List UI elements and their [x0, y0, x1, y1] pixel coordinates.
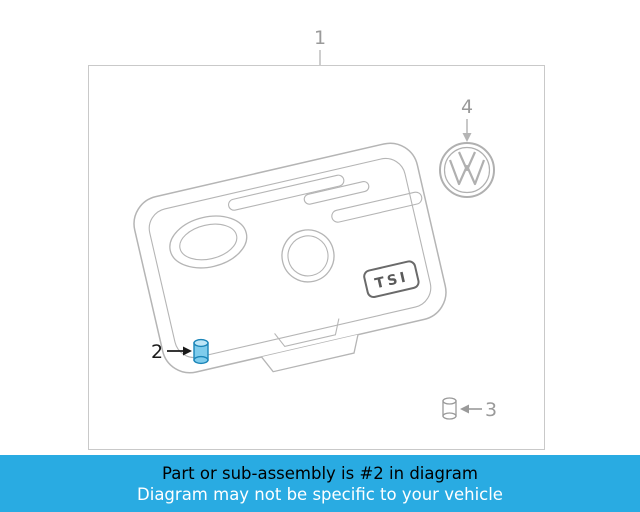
- banner-line-2: Diagram may not be specific to your vehi…: [137, 484, 503, 504]
- vw-logo-inner-ring: [443, 146, 491, 194]
- part-3-cylinder[interactable]: [442, 397, 457, 420]
- vent-slot-right: [331, 191, 423, 223]
- bottom-tab: [261, 334, 359, 373]
- part-3-top: [442, 397, 457, 405]
- engine-cover[interactable]: TSI: [128, 138, 455, 395]
- engine-cover-outline: [133, 142, 447, 374]
- part-2-top: [193, 338, 209, 348]
- diagram-area: 1 4: [88, 27, 545, 450]
- callout-1-label[interactable]: 1: [314, 27, 326, 49]
- tsi-badge-text: TSI: [373, 269, 410, 292]
- vent-slot-top: [228, 174, 345, 211]
- engine-cover-inner-contour: [148, 157, 432, 359]
- tsi-badge: [363, 260, 420, 299]
- info-banner: Part or sub-assembly is #2 in diagram Di…: [0, 455, 640, 512]
- vw-logo-outer-ring: [439, 142, 495, 198]
- callout-2-label[interactable]: 2: [151, 341, 163, 363]
- callout-2-arrowhead: [183, 346, 192, 356]
- vw-logo-w-mark: [448, 159, 486, 186]
- callout-4-arrowhead: [462, 133, 472, 142]
- callout-4-label[interactable]: 4: [461, 96, 473, 118]
- callout-3-arrowhead: [460, 404, 469, 414]
- part-3-bottom: [442, 412, 457, 420]
- banner-line-1: Part or sub-assembly is #2 in diagram: [162, 463, 478, 483]
- part-2-bottom: [193, 355, 209, 365]
- diagram-canvas: 1 4: [88, 27, 545, 450]
- oil-filler-oval: [169, 215, 248, 269]
- vw-logo-v-mark: [457, 151, 477, 172]
- part-2-cylinder[interactable]: [193, 338, 209, 365]
- center-boss-inner: [287, 235, 329, 277]
- callout-3-label[interactable]: 3: [485, 399, 497, 421]
- vw-logo[interactable]: [439, 142, 495, 198]
- oil-filler-oval-inner: [179, 223, 238, 261]
- center-boss: [281, 229, 335, 283]
- vent-slot-upper-right: [303, 181, 370, 205]
- bottom-recess: [274, 318, 340, 348]
